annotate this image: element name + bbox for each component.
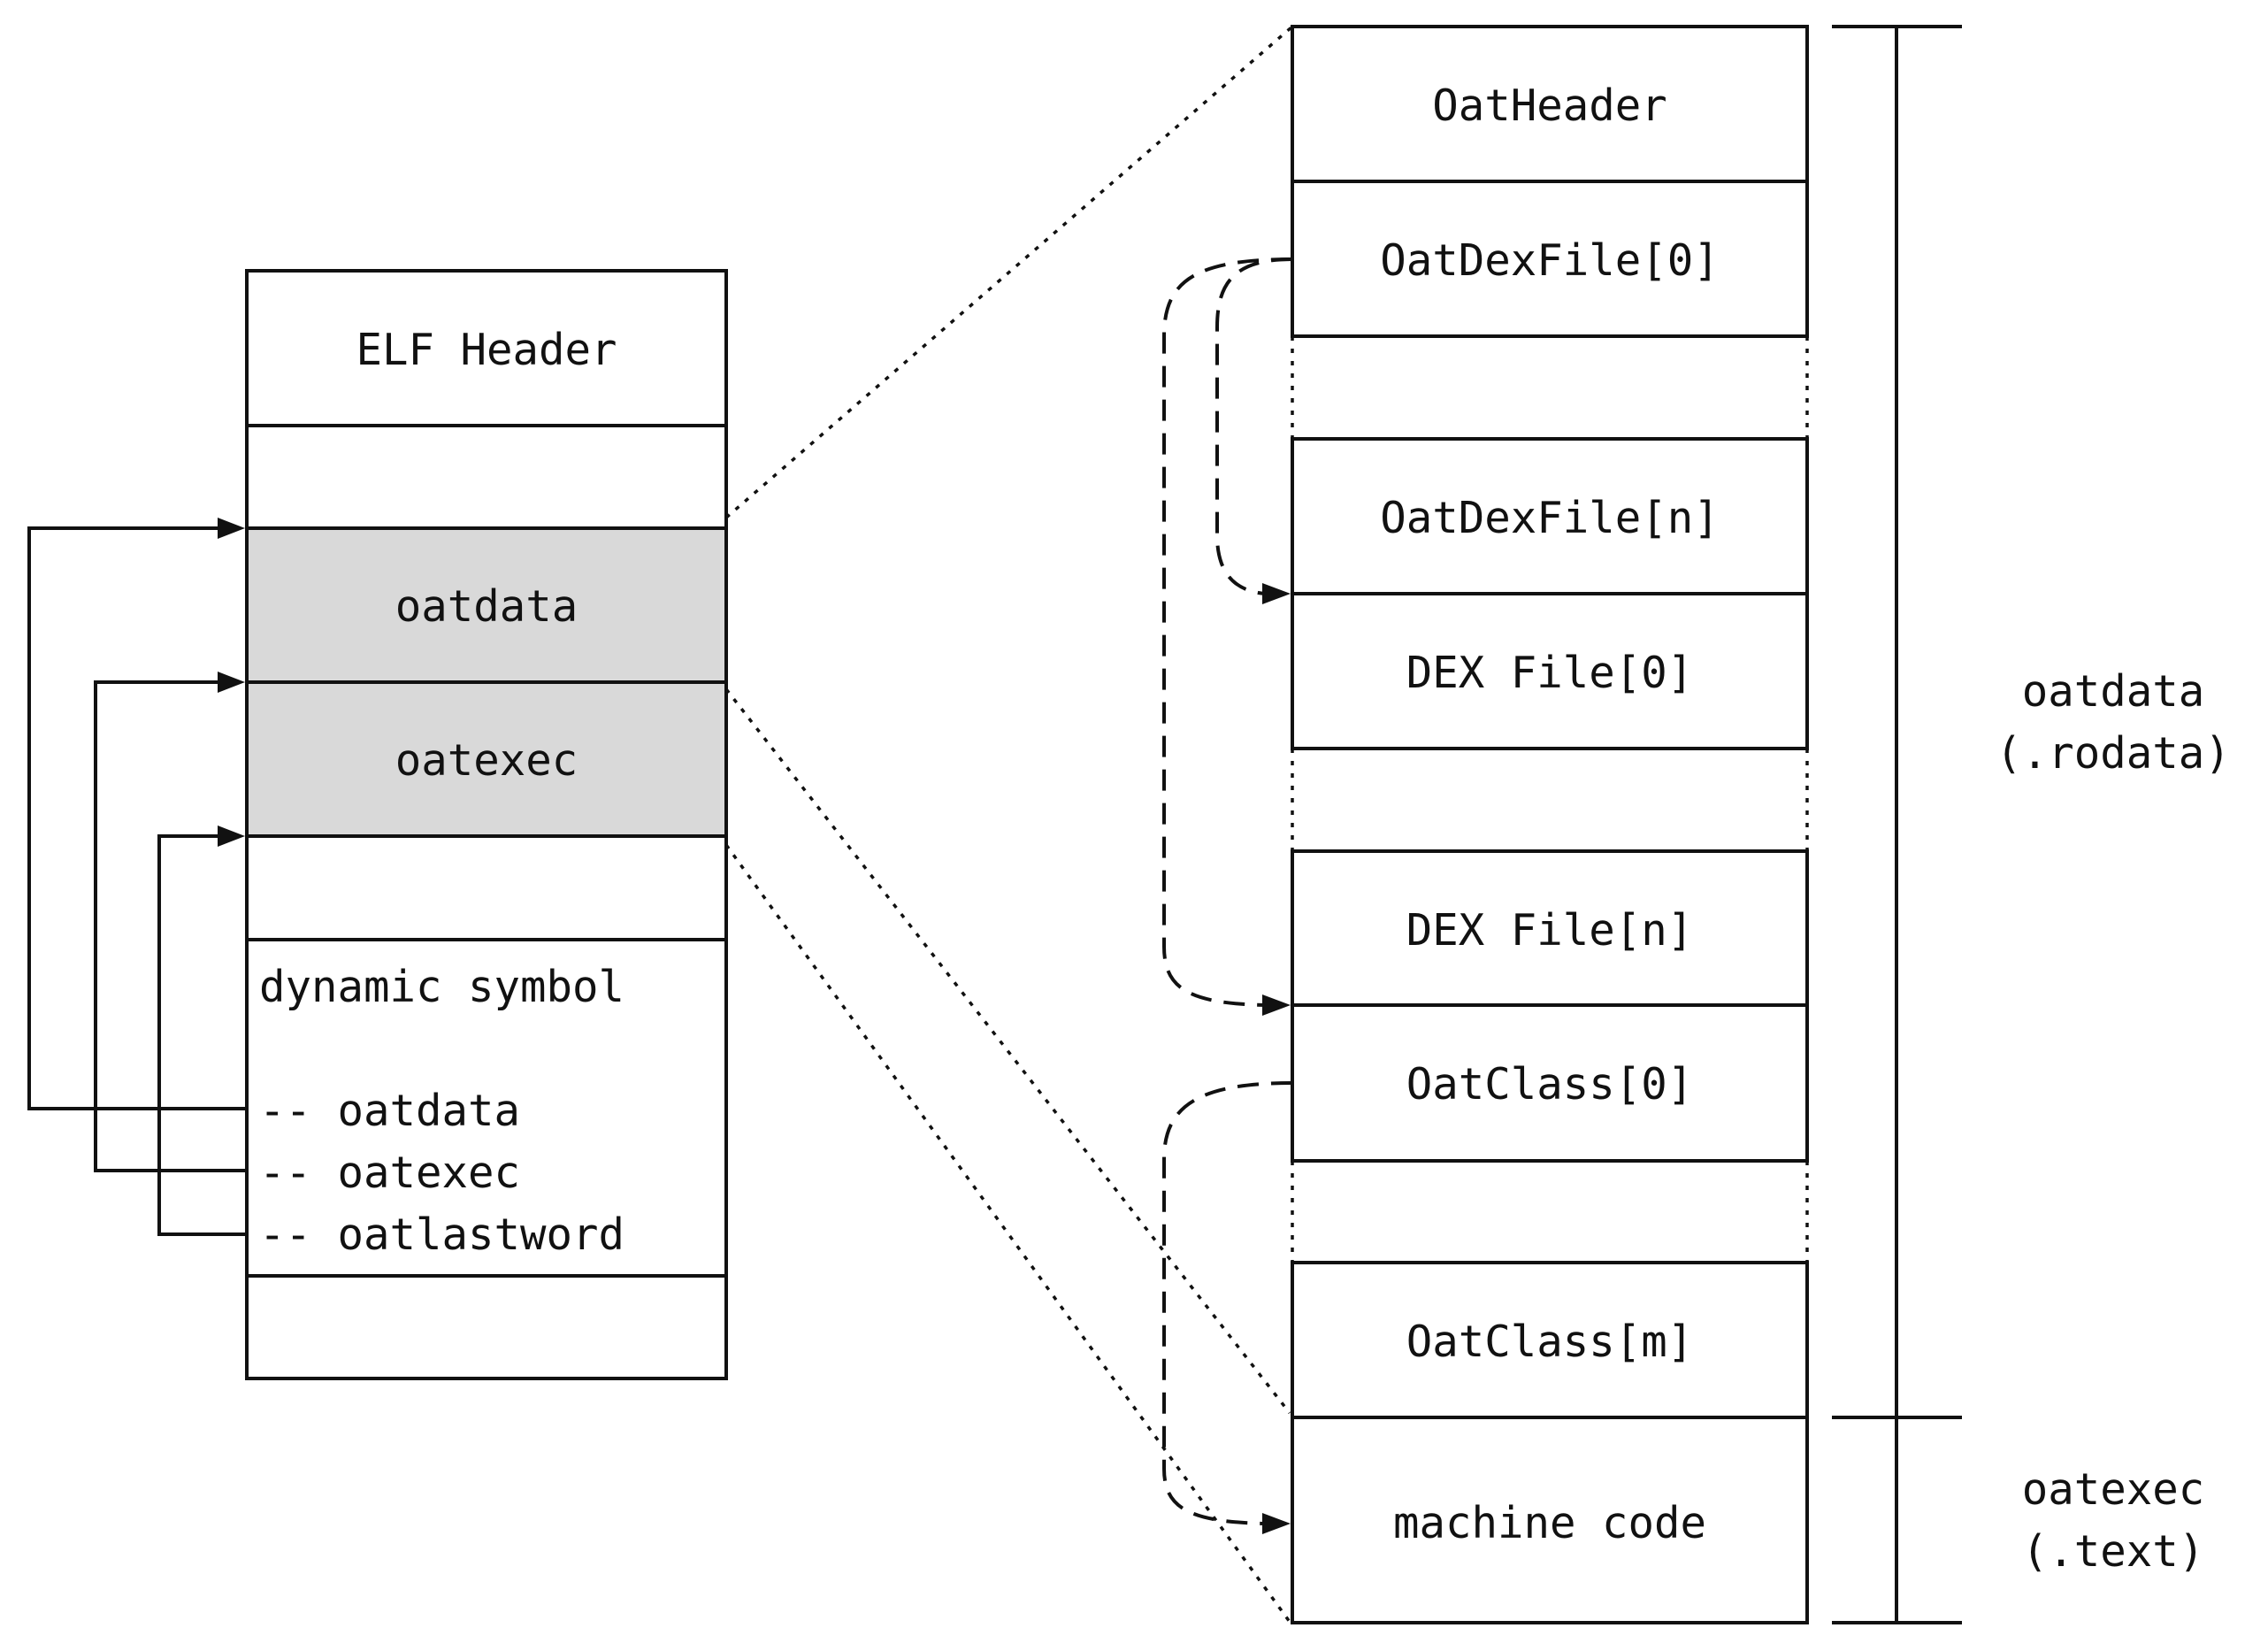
dex-file-n-label: DEX File[n] [1406,905,1694,956]
rodata-section-sub: (.rodata) [1996,728,2231,779]
dexfile0-to-oatclass-arrow [1162,257,1293,1007]
elf-file: ELF Header oatdata oatexec dynamic symbo… [245,269,728,1380]
dexfile0-to-dexfile-arrowhead [1262,583,1291,604]
elf-oatdata-label: oatdata [395,581,578,632]
text-section-name: oatexec [2022,1464,2205,1515]
symbol-pointers [27,518,247,1236]
rodata-section-name: oatdata [2022,666,2205,717]
projection-line [724,25,1294,519]
symbol-oatlastword-label: -- oatlastword [259,1209,624,1260]
oat-class-m-label: OatClass[m] [1406,1317,1694,1367]
oatexec-pointer-line [94,680,247,1172]
oatclass-to-machine-code-arrowhead [1262,1513,1291,1534]
reference-arrows [1162,257,1293,1534]
dynamic-symbol-label: dynamic symbol [259,962,624,1012]
machine-code-label: machine code [1393,1498,1706,1548]
oatlastword-pointer-arrowhead [218,826,245,847]
oat-header-label: OatHeader [1432,81,1667,131]
oatclass-to-machine-code-arrow [1162,1081,1293,1525]
oatdata-pointer-arrowhead [218,518,245,539]
elf-header-label: ELF Header [356,325,617,375]
projection-line [724,687,1291,1415]
oat-class-0-label: OatClass[0] [1406,1059,1694,1110]
elf-oatexec-label: oatexec [395,735,578,786]
oatlastword-pointer-line [157,834,247,1236]
dexfile0-to-dexfile-arrow [1215,257,1293,595]
symbol-oatdata-label: -- oatdata [259,1086,520,1136]
oatdata-pointer-line [27,526,247,1110]
oatexec-pointer-arrowhead [218,672,245,693]
oat-dexfile-n-label: OatDexFile[n] [1380,493,1720,543]
oat-dexfile-0-label: OatDexFile[0] [1380,235,1720,286]
text-section-sub: (.text) [2022,1526,2205,1577]
dex-file-0-label: DEX File[0] [1406,648,1694,698]
projection-line [724,843,1291,1624]
section-brackets: oatdata (.rodata) oatexec (.text) [1832,25,2231,1624]
projection-lines [724,25,1294,1624]
oat-layout: OatHeader OatDexFile[0] OatDexFile[n] DE… [1291,25,1809,1624]
symbol-oatexec-label: -- oatexec [259,1148,520,1198]
oat-group-code [1291,1261,1809,1624]
dexfile0-to-oatclass-arrowhead [1262,994,1291,1016]
